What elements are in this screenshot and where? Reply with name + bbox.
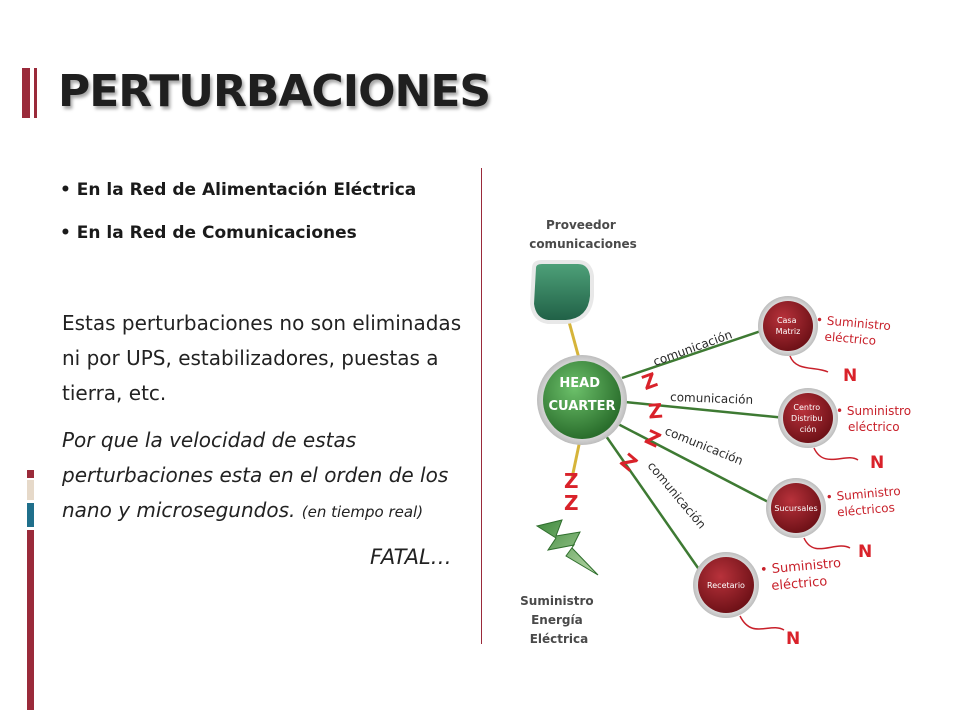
node-centro-distribucion bbox=[783, 393, 833, 443]
node-label: Recetario bbox=[707, 581, 745, 590]
noise-icon: Z bbox=[616, 448, 643, 476]
supply-label: • Suministro eléctricos bbox=[825, 484, 906, 521]
provider-shape bbox=[529, 260, 594, 324]
lightning-icon bbox=[535, 519, 599, 576]
noise-icon: Z bbox=[641, 425, 664, 453]
fatal-text: FATAL… bbox=[370, 545, 452, 569]
accent-bar-long bbox=[27, 530, 34, 710]
column-divider bbox=[481, 168, 482, 644]
noise-wire bbox=[739, 615, 785, 631]
link-label-4: comunicación bbox=[645, 459, 709, 532]
noise-icon: N bbox=[786, 629, 800, 649]
accent-bar-teal bbox=[27, 503, 34, 527]
noise-icon: Z bbox=[647, 398, 664, 423]
noise-wire bbox=[813, 447, 859, 461]
noise-icon: Z bbox=[639, 367, 661, 395]
noise-icon: Z bbox=[564, 469, 579, 493]
node-label: Sucursales bbox=[774, 504, 817, 513]
noise-icon: Z bbox=[564, 491, 579, 515]
bullet-item: En la Red de Alimentación Eléctrica bbox=[60, 178, 416, 202]
link-line-1 bbox=[621, 328, 765, 380]
node-sucursales bbox=[771, 483, 821, 533]
accent-bar-title bbox=[22, 68, 30, 118]
provider-label: Proveedor comunicaciones bbox=[529, 218, 637, 251]
node-recetario bbox=[698, 557, 754, 613]
supply-label: • Suministro eléctrico bbox=[814, 313, 895, 350]
link-label-3: comunicación bbox=[663, 424, 745, 468]
power-link bbox=[570, 439, 582, 479]
noise-icon: N bbox=[858, 542, 872, 562]
link-label-1: comunicación bbox=[651, 327, 734, 369]
link-label-2: comunicación bbox=[670, 390, 753, 407]
bullet-list: En la Red de Alimentación Eléctrica En l… bbox=[60, 178, 416, 264]
noise-icon: N bbox=[870, 453, 884, 473]
provider-link bbox=[566, 317, 582, 363]
link-line-4 bbox=[604, 435, 707, 579]
accent-bar-title-thin bbox=[34, 68, 37, 118]
noise-icon: N bbox=[843, 366, 857, 386]
page-title: PERTURBACIONES bbox=[58, 66, 491, 117]
accent-bar-red bbox=[27, 470, 34, 478]
bullet-item: En la Red de Comunicaciones bbox=[60, 221, 416, 245]
paragraph-disturbances: Estas perturbaciones no son eliminadas n… bbox=[62, 311, 462, 405]
hub-label: HEAD CUARTER bbox=[549, 376, 616, 414]
paragraph-speed: Por que la velocidad de estas perturbaci… bbox=[62, 423, 482, 530]
paragraph-speed-text: Por que la velocidad de estas perturbaci… bbox=[62, 428, 449, 522]
accent-bar-beige bbox=[27, 480, 34, 500]
supply-label: • Suministro eléctrico bbox=[759, 556, 847, 595]
node-label: Centro Distribu ción bbox=[791, 403, 825, 434]
hub-circle bbox=[543, 361, 621, 439]
paragraph-speed-note: (en tiempo real) bbox=[301, 503, 424, 521]
node-label: Casa Matriz bbox=[776, 316, 801, 336]
noise-wire bbox=[803, 537, 851, 550]
link-line-3 bbox=[617, 422, 775, 507]
supply-label: • Suministro eléctrico bbox=[836, 404, 915, 434]
link-line-2 bbox=[624, 400, 787, 420]
node-casa-matriz bbox=[763, 301, 813, 351]
network-diagram: Proveedor comunicaciones HEAD CUARTER Su… bbox=[520, 218, 915, 649]
power-label: Suministro Energía Eléctrica bbox=[520, 594, 598, 646]
noise-wire bbox=[789, 355, 829, 373]
